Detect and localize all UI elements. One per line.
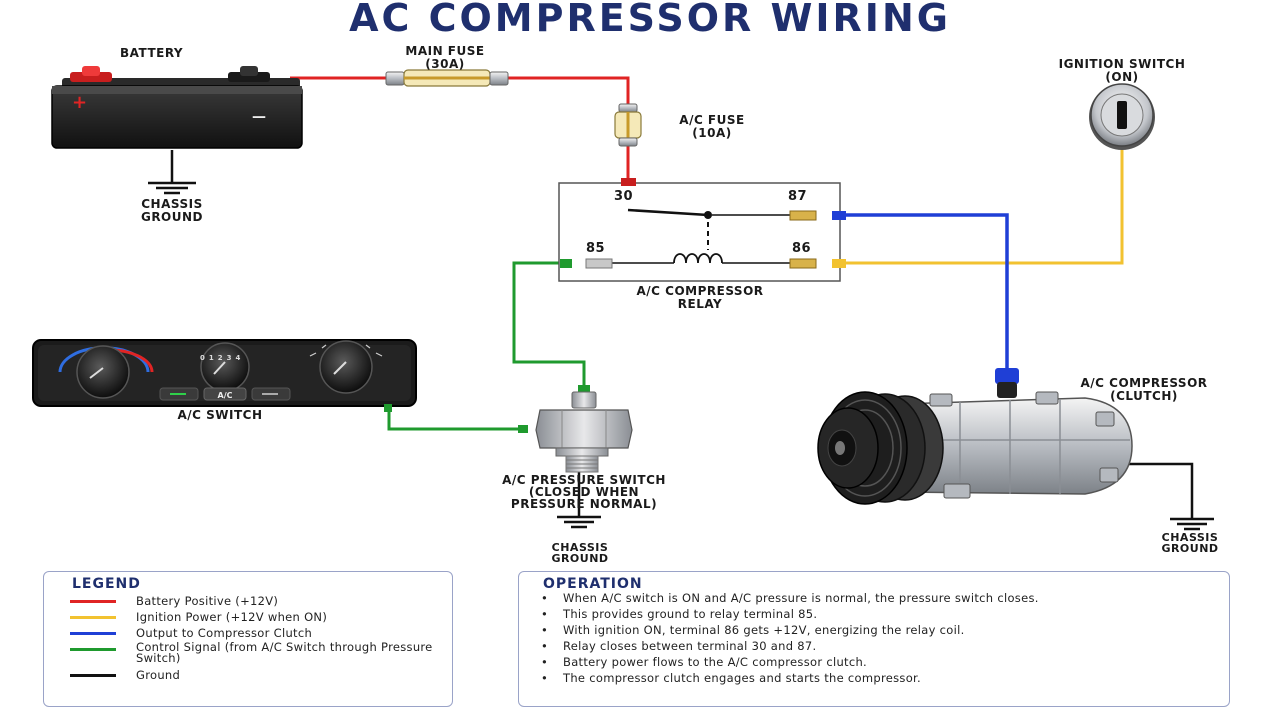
operation-title: OPERATION xyxy=(543,576,643,592)
legend-item: Ignition Power (+12V when ON) xyxy=(70,610,327,624)
wire-battery-positive xyxy=(506,76,630,105)
relay xyxy=(558,178,846,282)
legend-item: Output to Compressor Clutch xyxy=(70,626,312,640)
terminal-85-label: 85 xyxy=(586,241,606,256)
mode-knob xyxy=(319,340,373,394)
wire-ground xyxy=(1120,462,1194,518)
battery-negative-terminal xyxy=(228,66,270,82)
temperature-knob xyxy=(76,345,130,399)
operation-step: The compressor clutch engages and starts… xyxy=(539,672,1183,686)
ac-compressor xyxy=(817,368,1133,505)
key-slot xyxy=(1117,101,1127,129)
terminal-85 xyxy=(585,258,613,269)
wire-control-signal xyxy=(512,261,586,388)
terminal-86-label: 86 xyxy=(792,241,812,256)
operation-step: Relay closes between terminal 30 and 87. xyxy=(539,640,1183,654)
legend-swatch xyxy=(70,648,116,651)
compressor-label: A/C COMPRESSOR(CLUTCH) xyxy=(1080,376,1208,403)
battery xyxy=(51,66,303,149)
legend-swatch xyxy=(70,616,116,619)
relay-switch-arm xyxy=(627,208,709,217)
legend-item: Control Signal (from A/C Switch through … xyxy=(70,641,436,664)
terminal-86 xyxy=(789,258,817,269)
wire-output xyxy=(840,213,1009,372)
ac-button xyxy=(203,387,247,401)
terminal-30-label: 30 xyxy=(614,189,634,204)
wire-ignition-power xyxy=(840,145,1124,265)
legend-swatch xyxy=(70,600,116,603)
ignition-switch xyxy=(1089,83,1155,150)
battery-minus-sign: — xyxy=(252,109,267,125)
ignition-switch-label: IGNITION SWITCH(ON) xyxy=(1058,57,1186,84)
fan-speed-numbers: 01234 xyxy=(200,354,245,362)
battery-label: BATTERY xyxy=(120,46,184,60)
main-fuse-label: MAIN FUSE(30A) xyxy=(405,44,485,71)
main-fuse xyxy=(385,69,509,87)
ground-symbol xyxy=(148,181,196,195)
terminal-87 xyxy=(789,210,817,221)
ac-button-label: A/C xyxy=(217,391,233,400)
battery-plus-sign: + xyxy=(72,92,88,113)
battery-positive-terminal xyxy=(70,66,112,82)
page-title: AC COMPRESSOR WIRING xyxy=(349,0,951,40)
legend-swatch xyxy=(70,674,116,677)
relay-coil xyxy=(673,253,723,264)
ac-switch-label: A/C SWITCH xyxy=(177,408,263,422)
legend-box: LEGEND Battery Positive (+12V) Ignition … xyxy=(43,571,453,707)
operation-box: OPERATION When A/C switch is ON and A/C … xyxy=(518,571,1230,707)
legend-swatch xyxy=(70,632,116,635)
ac-fuse xyxy=(614,103,642,147)
fan-speed-knob xyxy=(200,342,250,392)
terminal-87-label: 87 xyxy=(788,189,808,204)
legend-title: LEGEND xyxy=(72,576,141,592)
ground-symbol xyxy=(1170,517,1214,531)
operation-step: This provides ground to relay terminal 8… xyxy=(539,608,1183,622)
ac-fuse-label: A/C FUSE(10A) xyxy=(679,113,745,140)
wire-control-signal xyxy=(387,405,522,431)
ground-symbol xyxy=(557,515,601,529)
operation-step: With ignition ON, terminal 86 gets +12V,… xyxy=(539,624,1183,638)
pressure-switch xyxy=(518,385,633,473)
operation-step: Battery power flows to the A/C compresso… xyxy=(539,656,1183,670)
legend-item: Battery Positive (+12V) xyxy=(70,594,278,608)
operation-list: When A/C switch is ON and A/C pressure i… xyxy=(539,592,1183,688)
legend-item: Ground xyxy=(70,668,180,682)
ac-control-panel xyxy=(32,339,417,412)
operation-step: When A/C switch is ON and A/C pressure i… xyxy=(539,592,1183,606)
